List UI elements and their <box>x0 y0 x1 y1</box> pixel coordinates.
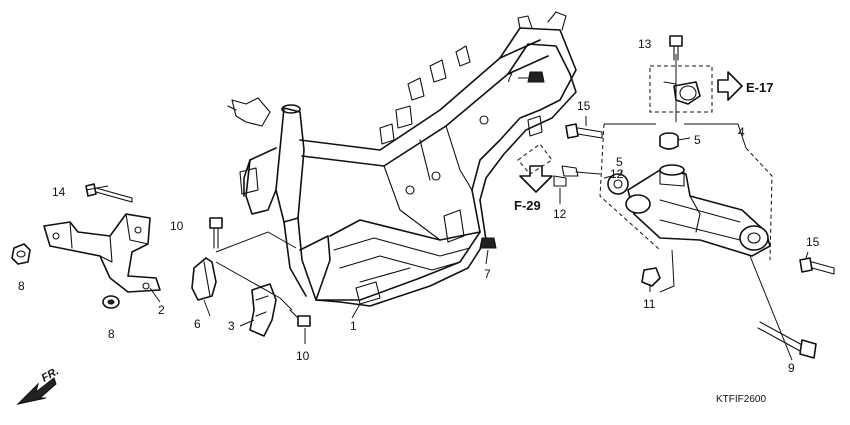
bolt-15-lower <box>799 257 835 275</box>
label-part-8-lower: 8 <box>108 327 115 341</box>
label-part-7-upper: 7 <box>506 71 513 85</box>
reference-f29-arrow <box>517 143 553 193</box>
bracket-3 <box>249 283 277 337</box>
label-part-12-lower: 12 <box>553 207 567 221</box>
nut-8-lower <box>102 295 120 309</box>
front-direction-arrow <box>16 377 57 405</box>
label-part-10-upper: 10 <box>170 219 184 233</box>
clip-12-lower <box>553 175 567 187</box>
label-part-13: 13 <box>638 37 652 51</box>
grommet-7-lower <box>479 237 497 249</box>
label-part-9: 9 <box>788 361 795 375</box>
part-labels: 1 2 3 4 5 5 6 7 7 8 8 9 10 10 11 12 12 1… <box>18 37 820 375</box>
bolt-14 <box>85 183 133 203</box>
bolt-10-lower <box>289 309 311 327</box>
label-part-5-upper: 5 <box>694 133 701 147</box>
clip-12-upper <box>561 165 601 177</box>
reference-e17-label: E-17 <box>746 80 773 95</box>
label-part-6: 6 <box>194 317 201 331</box>
bracket-6 <box>191 257 217 301</box>
front-direction-label: FR. <box>40 365 61 384</box>
reference-e17-arrow <box>717 71 743 101</box>
label-part-7-lower: 7 <box>484 267 491 281</box>
grommet-7-upper <box>527 71 545 83</box>
nut-11 <box>641 267 661 287</box>
bolt-10-upper <box>209 217 223 249</box>
label-part-2: 2 <box>158 303 165 317</box>
bushing-5-upper <box>659 132 679 150</box>
bolt-13 <box>669 35 683 61</box>
clamp-e17 <box>663 81 701 105</box>
label-part-15-lower: 15 <box>806 235 820 249</box>
leader-lines <box>85 54 809 361</box>
step-bracket <box>43 213 161 293</box>
label-part-11: 11 <box>643 297 656 311</box>
fork-assembly <box>625 164 771 257</box>
label-part-12-upper: 12 <box>610 167 624 181</box>
label-part-4: 4 <box>738 125 745 139</box>
label-part-10-lower: 10 <box>296 349 310 363</box>
reference-f29-label: F-29 <box>514 198 541 213</box>
label-part-3: 3 <box>228 319 235 333</box>
label-part-8-upper: 8 <box>18 279 25 293</box>
bolt-15-upper <box>565 123 603 139</box>
frame-body <box>227 11 577 307</box>
nut-8-upper <box>11 243 31 265</box>
label-part-15-upper: 15 <box>577 99 591 113</box>
label-part-14: 14 <box>52 185 66 199</box>
bushing-5-lower <box>607 173 629 195</box>
label-part-5-lower: 5 <box>616 155 623 169</box>
diagram-code: KTFIF2600 <box>716 394 766 405</box>
label-part-1: 1 <box>350 319 357 333</box>
bolt-9 <box>757 321 817 359</box>
